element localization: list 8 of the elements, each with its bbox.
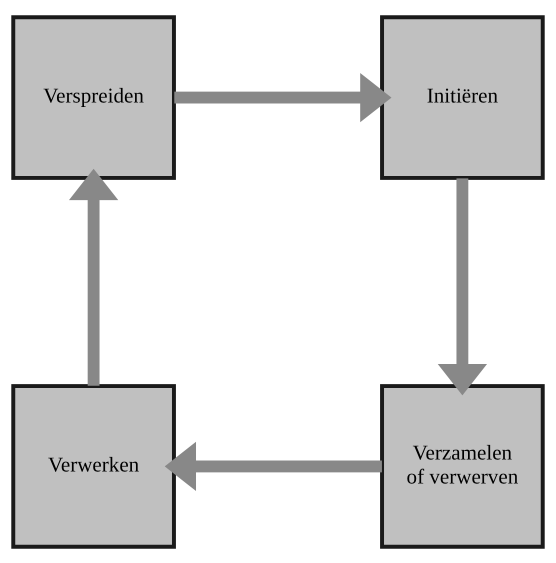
node-box: Verzamelen of verwerven [380, 384, 545, 548]
node-box: Verspreiden [11, 14, 176, 180]
arrow [438, 178, 488, 395]
arrow [68, 168, 118, 386]
node-box: Verwerken [11, 384, 176, 548]
node-box: Initiëren [380, 14, 545, 180]
arrow [174, 72, 392, 122]
arrow [164, 441, 382, 491]
